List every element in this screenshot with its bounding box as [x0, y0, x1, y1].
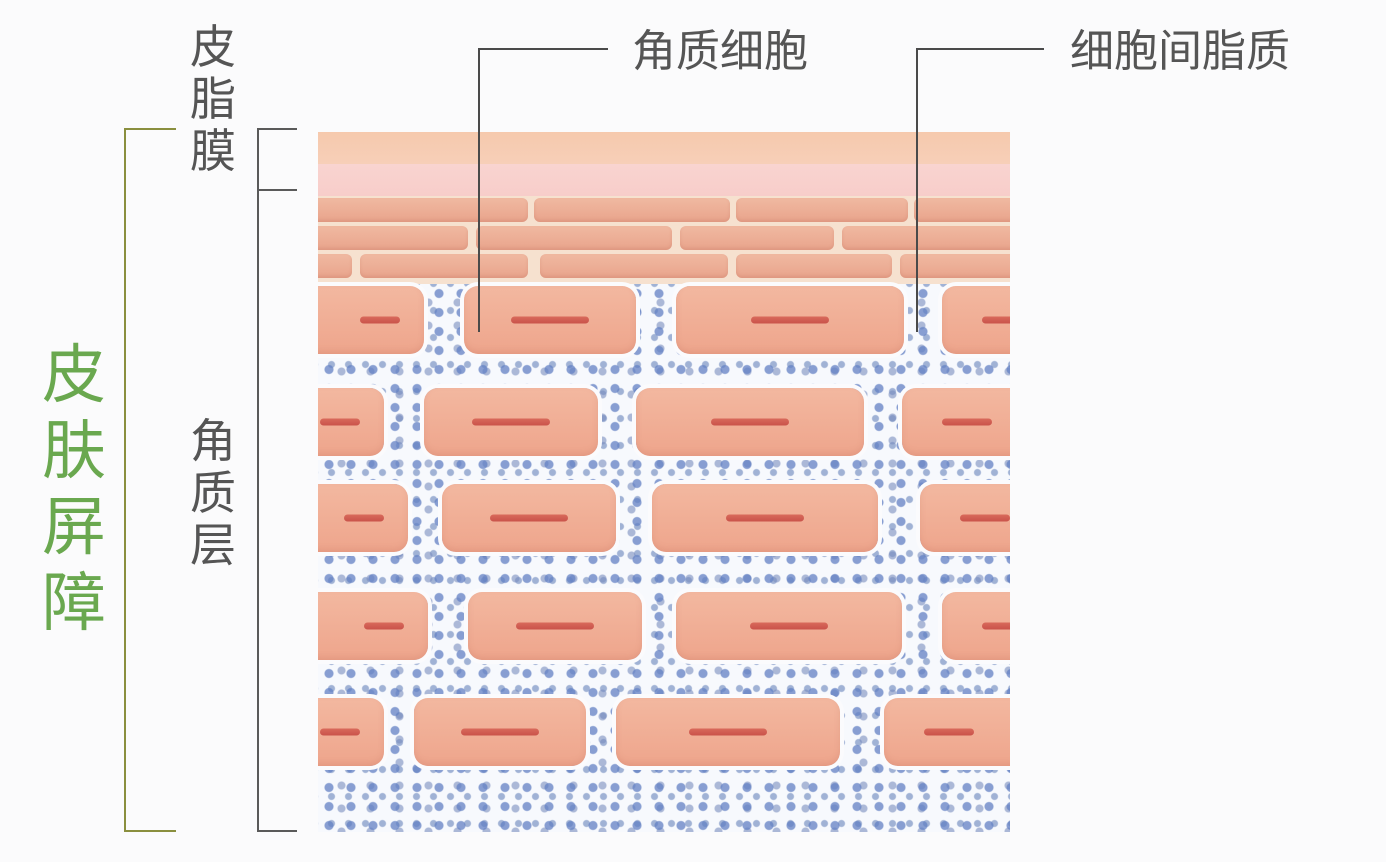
sebum-film-layer [318, 132, 1010, 164]
compact-corneocyte-layer [318, 196, 1010, 284]
flat-corneocyte [914, 198, 1010, 222]
flat-corneocyte [318, 198, 528, 222]
corneocyte [920, 484, 1010, 552]
cell-nucleus [320, 418, 360, 426]
cell-nucleus [320, 728, 360, 736]
corneocyte [902, 388, 1010, 456]
cell-nucleus [750, 622, 828, 630]
sebum-film-char: 脂 [190, 72, 236, 126]
cell-nucleus [689, 728, 767, 736]
skin-barrier-label: 皮 肤 屏 障 [42, 344, 106, 636]
cell-nucleus [516, 622, 594, 630]
skin-barrier-bracket-vertical [124, 128, 126, 832]
corneocyte [318, 484, 408, 552]
cell-nucleus [360, 316, 400, 324]
stratum-corneum-char: 质 [190, 466, 236, 520]
sebum-film-bracket-top [257, 128, 297, 130]
corneocyte [616, 698, 840, 766]
stratum-corneum-char: 层 [190, 518, 236, 572]
corneocyte [442, 484, 616, 552]
corneocyte-label: 角质细胞 [632, 26, 808, 77]
sebum-film-label: 皮 脂 膜 [190, 24, 236, 174]
cell-nucleus [472, 418, 550, 426]
corneocyte [464, 286, 636, 354]
intercellular-lipid-callout-vertical [916, 48, 918, 332]
skin-barrier-char: 屏 [42, 491, 106, 565]
sebum-film-layer-lower [318, 164, 1010, 196]
corneocyte [318, 286, 424, 354]
corneocyte-callout-horizontal [478, 48, 608, 50]
cell-nucleus [960, 514, 1010, 522]
corneocyte [942, 286, 1010, 354]
skin-barrier-bracket-bottom [124, 830, 176, 832]
flat-corneocyte [842, 226, 1010, 250]
cell-nucleus [726, 514, 804, 522]
cell-nucleus [364, 622, 404, 630]
corneocyte [414, 698, 586, 766]
skin-barrier-char: 肤 [42, 415, 106, 489]
skin-barrier-bracket-top [124, 128, 176, 130]
intercellular-lipid-label: 细胞间脂质 [1070, 26, 1290, 77]
cell-nucleus [924, 728, 974, 736]
corneocyte [942, 592, 1010, 660]
corneocyte [676, 286, 904, 354]
flat-corneocyte [534, 198, 730, 222]
flat-corneocyte [476, 226, 672, 250]
stratum-corneum-char: 角 [190, 414, 236, 468]
cell-nucleus [490, 514, 568, 522]
corneocyte [424, 388, 598, 456]
cell-nucleus [982, 316, 1010, 324]
corneocyte [676, 592, 902, 660]
cell-nucleus [511, 316, 589, 324]
intercellular-lipid-zone [318, 284, 1010, 832]
corneocyte-callout-vertical [478, 48, 480, 332]
cell-nucleus [344, 514, 384, 522]
flat-corneocyte [318, 226, 468, 250]
skin-barrier-char: 皮 [42, 339, 106, 413]
sebum-film-bracket-bottom [257, 189, 297, 191]
sebum-film-char: 膜 [190, 124, 236, 178]
corneocyte [468, 592, 642, 660]
corneocyte [318, 388, 384, 456]
skin-barrier-char: 障 [42, 567, 106, 641]
skin-layer-diagram [318, 132, 1010, 832]
sebum-film-char: 皮 [190, 20, 236, 74]
flat-corneocyte [318, 254, 352, 278]
intercellular-lipid-callout-horizontal [916, 48, 1044, 50]
stratum-corneum-bracket-bottom [257, 830, 297, 832]
cell-nucleus [751, 316, 829, 324]
corneocyte [636, 388, 864, 456]
stratum-corneum-label: 角 质 层 [190, 418, 236, 568]
corneocyte [318, 698, 384, 766]
corneocyte [652, 484, 878, 552]
cell-nucleus [461, 728, 539, 736]
sebum-film-bracket-vertical [257, 128, 259, 190]
stratum-corneum-bracket-vertical [257, 189, 259, 832]
corneocyte [884, 698, 1010, 766]
cell-nucleus [942, 418, 992, 426]
flat-corneocyte [540, 254, 728, 278]
flat-corneocyte [900, 254, 1010, 278]
flat-corneocyte [680, 226, 834, 250]
flat-corneocyte [360, 254, 528, 278]
cell-nucleus [711, 418, 789, 426]
flat-corneocyte [736, 254, 892, 278]
corneocyte [318, 592, 428, 660]
flat-corneocyte [736, 198, 908, 222]
cell-nucleus [982, 622, 1010, 630]
